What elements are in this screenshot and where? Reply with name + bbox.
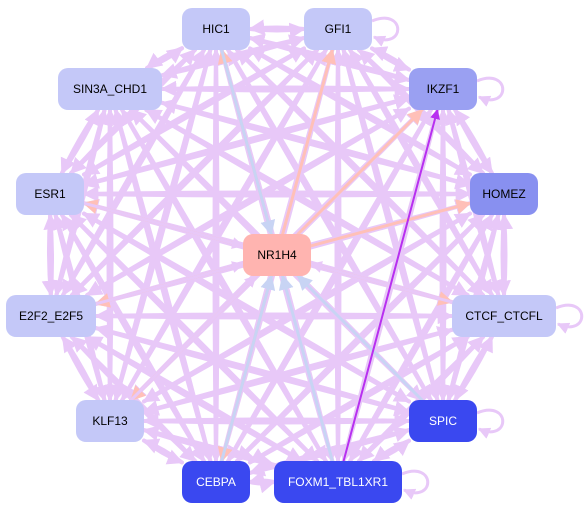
edge-klf13-nr1h4 (129, 274, 258, 402)
edge-foxm1_tbl1xr1-sin3a_chd1 (120, 108, 328, 463)
node-box (6, 295, 96, 337)
edge-spic-klf13 (142, 412, 411, 429)
node-foxm1-tbl1xr1[interactable]: FOXM1_TBL1XR1 (274, 461, 402, 503)
edge-foxm1_tbl1xr1-klf13 (142, 425, 276, 467)
node-hic1[interactable]: HIC1 (182, 8, 250, 50)
edge-spic-hic1 (226, 48, 433, 402)
node-ctcf-ctcfl[interactable]: CTCF_CTCFL (452, 295, 556, 337)
node-label: CTCF_CTCFL (465, 309, 543, 323)
edge-sin3a_chd1-gfi1 (160, 34, 306, 78)
edge-homez-esr1 (82, 185, 472, 202)
self-loop-gfi1 (371, 16, 400, 47)
node-label: NR1H4 (257, 248, 297, 262)
edge-nr1h4-gfi1 (281, 48, 337, 236)
edge-esr1-nr1h4 (82, 201, 245, 249)
edge-klf13-homez (142, 211, 472, 404)
node-label: GFI1 (325, 22, 352, 36)
self-loop-spic (476, 408, 505, 439)
node-sin3a-chd1[interactable]: SIN3A_CHD1 (58, 68, 162, 110)
edge-cebpa-klf13 (142, 438, 184, 465)
edge-spic-e2f2_e2f5 (94, 323, 411, 414)
node-label: FOXM1_TBL1XR1 (288, 475, 388, 489)
node-box (58, 68, 162, 110)
node-label: HIC1 (202, 22, 230, 36)
node-label: IKZF1 (427, 82, 460, 96)
node-box (452, 295, 556, 337)
node-spic[interactable]: SPIC (409, 400, 477, 442)
node-label: SPIC (429, 414, 457, 428)
node-klf13[interactable]: KLF13 (76, 400, 144, 442)
node-gfi1[interactable]: GFI1 (304, 8, 372, 50)
edge-ctcf_ctcfl-homez (497, 213, 514, 297)
node-box (304, 8, 372, 50)
node-box (182, 461, 250, 503)
edge-foxm1_tbl1xr1-cebpa (248, 470, 276, 487)
node-label: HOMEZ (482, 187, 525, 201)
node-nr1h4[interactable]: NR1H4 (243, 234, 311, 276)
node-box (409, 400, 477, 442)
edge-klf13-ctcf_ctcfl (142, 326, 454, 414)
node-cebpa[interactable]: CEBPA (182, 461, 250, 503)
edge-e2f2_e2f5-nr1h4 (94, 261, 245, 306)
edge-ikzf1-gfi1 (370, 46, 411, 72)
node-label: KLF13 (92, 414, 128, 428)
node-box (409, 68, 477, 110)
edge-klf13-e2f2_e2f5 (60, 335, 101, 402)
node-homez[interactable]: HOMEZ (470, 173, 538, 215)
edge-klf13-gfi1 (120, 48, 328, 402)
node-ikzf1[interactable]: IKZF1 (409, 68, 477, 110)
edge-ctcf_ctcfl-e2f2_e2f5 (94, 307, 454, 324)
node-label: ESR1 (34, 187, 66, 201)
self-loop-foxm1_tbl1xr1 (401, 469, 430, 500)
edge-hic1-nr1h4 (220, 48, 276, 236)
node-box (182, 8, 250, 50)
edge-foxm1_tbl1xr1-spic (372, 438, 411, 463)
node-box (274, 461, 402, 503)
edge-cebpa-hic1 (208, 48, 225, 463)
node-label: CEBPA (196, 475, 236, 489)
node-box (16, 173, 84, 215)
node-box (470, 173, 538, 215)
edge-spic-ctcf_ctcfl (453, 335, 494, 402)
edge-spic-nr1h4 (296, 274, 424, 402)
edge-foxm1_tbl1xr1-gfi1 (330, 48, 347, 463)
edge-nr1h4-ikzf1 (296, 108, 424, 236)
node-e2f2-e2f5[interactable]: E2F2_E2F5 (6, 295, 96, 337)
edge-homez-sin3a_chd1 (160, 98, 472, 187)
node-esr1[interactable]: ESR1 (16, 173, 84, 215)
edge-ctcf_ctcfl-nr1h4 (309, 261, 454, 304)
edge-foxm1_tbl1xr1-ikzf1 (342, 109, 440, 462)
edge-nr1h4-homez (309, 199, 472, 248)
edge-e2f2_e2f5-esr1 (43, 213, 60, 297)
node-label: E2F2_E2F5 (19, 309, 83, 323)
edge-cebpa-ikzf1 (226, 108, 433, 463)
self-loop-ikzf1 (476, 76, 505, 107)
edge-foxm1_tbl1xr1-nr1h4 (278, 274, 334, 463)
edge-gfi1-hic1 (248, 19, 306, 36)
node-box (243, 234, 311, 276)
self-loop-ctcf_ctcfl (555, 303, 584, 334)
node-box (76, 400, 144, 442)
edge-ikzf1-sin3a_chd1 (160, 80, 411, 97)
edge-cebpa-nr1h4 (220, 274, 276, 463)
node-label: SIN3A_CHD1 (73, 82, 147, 96)
